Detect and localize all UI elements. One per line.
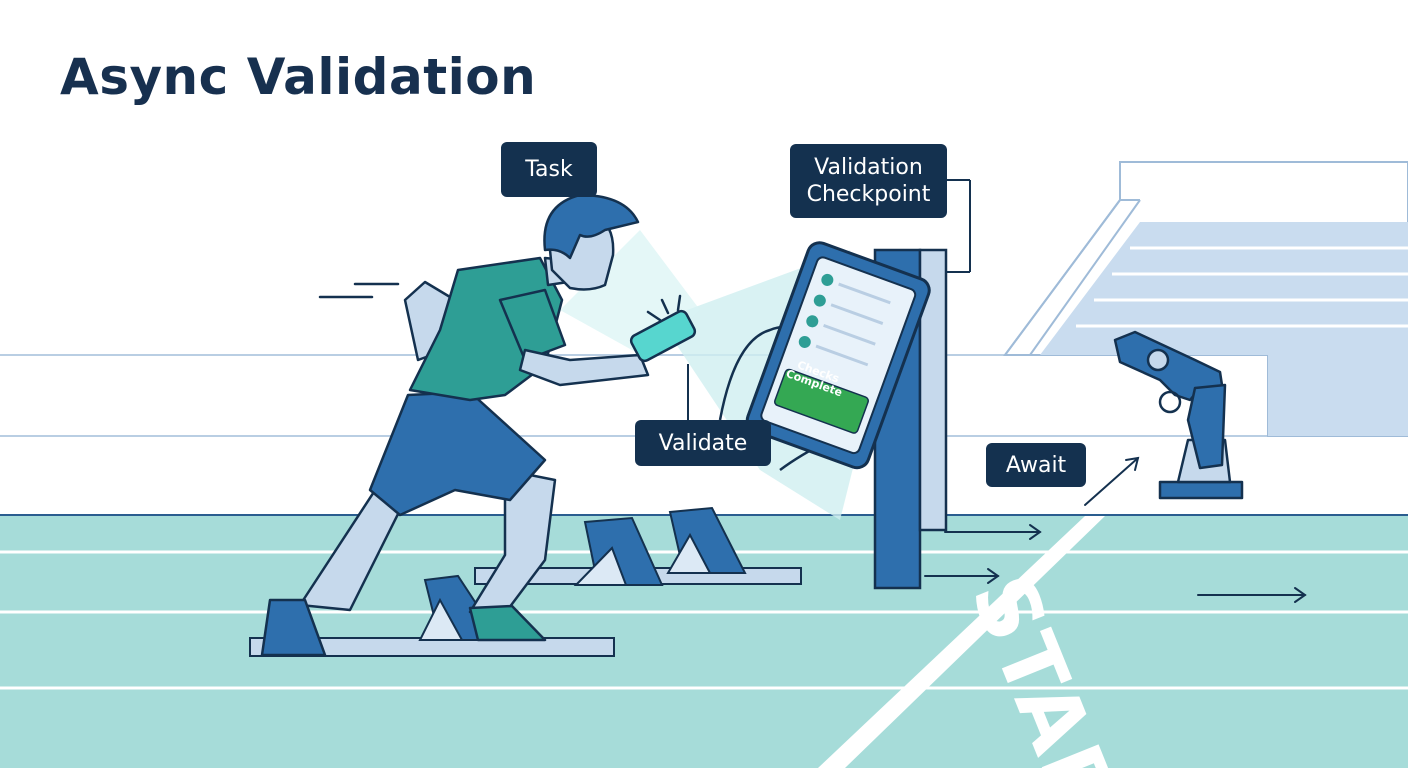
validation-tablet — [745, 241, 931, 470]
task-label: Task — [501, 142, 597, 197]
checklist — [798, 273, 891, 367]
validation-checkpoint-label: Validation Checkpoint — [790, 144, 947, 218]
flow-arrows — [924, 456, 1307, 603]
checks-complete-badge — [774, 368, 869, 434]
speed-lines — [318, 282, 400, 299]
checkpoint-label-line1: Validation — [814, 155, 923, 180]
starter-pistol-icon — [1113, 330, 1244, 500]
starting-block-back — [474, 506, 802, 586]
runner-figure — [260, 193, 650, 657]
phone-device — [629, 294, 697, 420]
validate-label: Validate — [635, 420, 771, 466]
checkpoint-label-line2: Checkpoint — [806, 182, 931, 207]
diagram-title: Async Validation — [60, 48, 537, 106]
stadium-stands — [1003, 161, 1408, 437]
await-label: Await — [986, 443, 1086, 487]
